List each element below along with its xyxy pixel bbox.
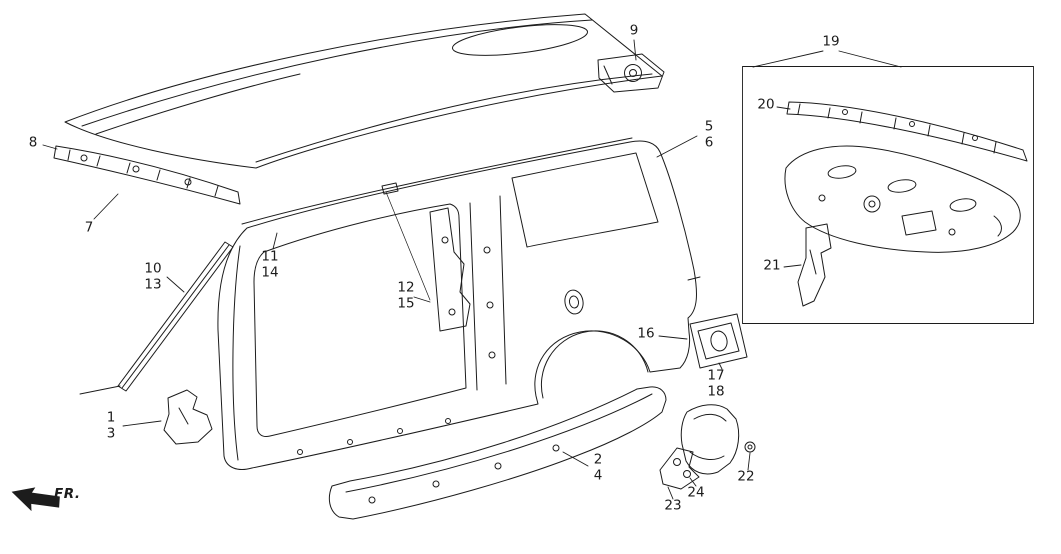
rocker-sill-panel xyxy=(328,386,667,520)
callout-20: 20 xyxy=(757,96,775,113)
callout-10: 10 xyxy=(144,260,162,277)
callout-17: 17 xyxy=(707,367,725,384)
callout-15: 15 xyxy=(397,295,415,312)
callout-5: 5 xyxy=(704,118,714,135)
callout-2: 2 xyxy=(593,451,603,468)
fr-label: FR. xyxy=(54,486,81,502)
callout-12: 12 xyxy=(397,279,415,296)
callout-8: 8 xyxy=(28,134,38,151)
rear-panel-bulkhead xyxy=(784,145,1021,307)
leader-lines xyxy=(42,39,902,500)
callout-7: 7 xyxy=(84,219,94,236)
callout-16: 16 xyxy=(637,325,655,342)
callout-13: 13 xyxy=(144,276,162,293)
callout-22: 22 xyxy=(737,468,755,485)
fr-arrow-icon xyxy=(11,487,60,512)
center-pillar-stiffener xyxy=(385,191,471,332)
fuel-filler-adapter xyxy=(689,313,748,369)
roof-panel xyxy=(64,13,663,169)
callout-6: 6 xyxy=(704,134,714,151)
callout-3: 3 xyxy=(106,425,116,442)
callout-19: 19 xyxy=(822,33,840,50)
fastener-nut xyxy=(744,441,756,453)
rear-panel-group-box xyxy=(742,66,1034,324)
rear-upper-rail xyxy=(786,101,1028,162)
front-pillar-bracket xyxy=(163,389,213,445)
callout-23: 23 xyxy=(664,497,682,514)
roof-front-rail xyxy=(53,145,241,205)
callout-9: 9 xyxy=(629,22,639,39)
callout-18: 18 xyxy=(707,383,725,400)
callout-11: 11 xyxy=(261,248,279,265)
callout-21: 21 xyxy=(763,257,781,274)
callout-14: 14 xyxy=(261,264,279,281)
callout-1: 1 xyxy=(106,409,116,426)
callout-24: 24 xyxy=(687,484,705,501)
callout-4: 4 xyxy=(593,467,603,484)
lower-bracket-and-bolts xyxy=(659,447,700,490)
roof-rear-bracket xyxy=(597,53,665,93)
side-outer-panel xyxy=(217,137,701,470)
